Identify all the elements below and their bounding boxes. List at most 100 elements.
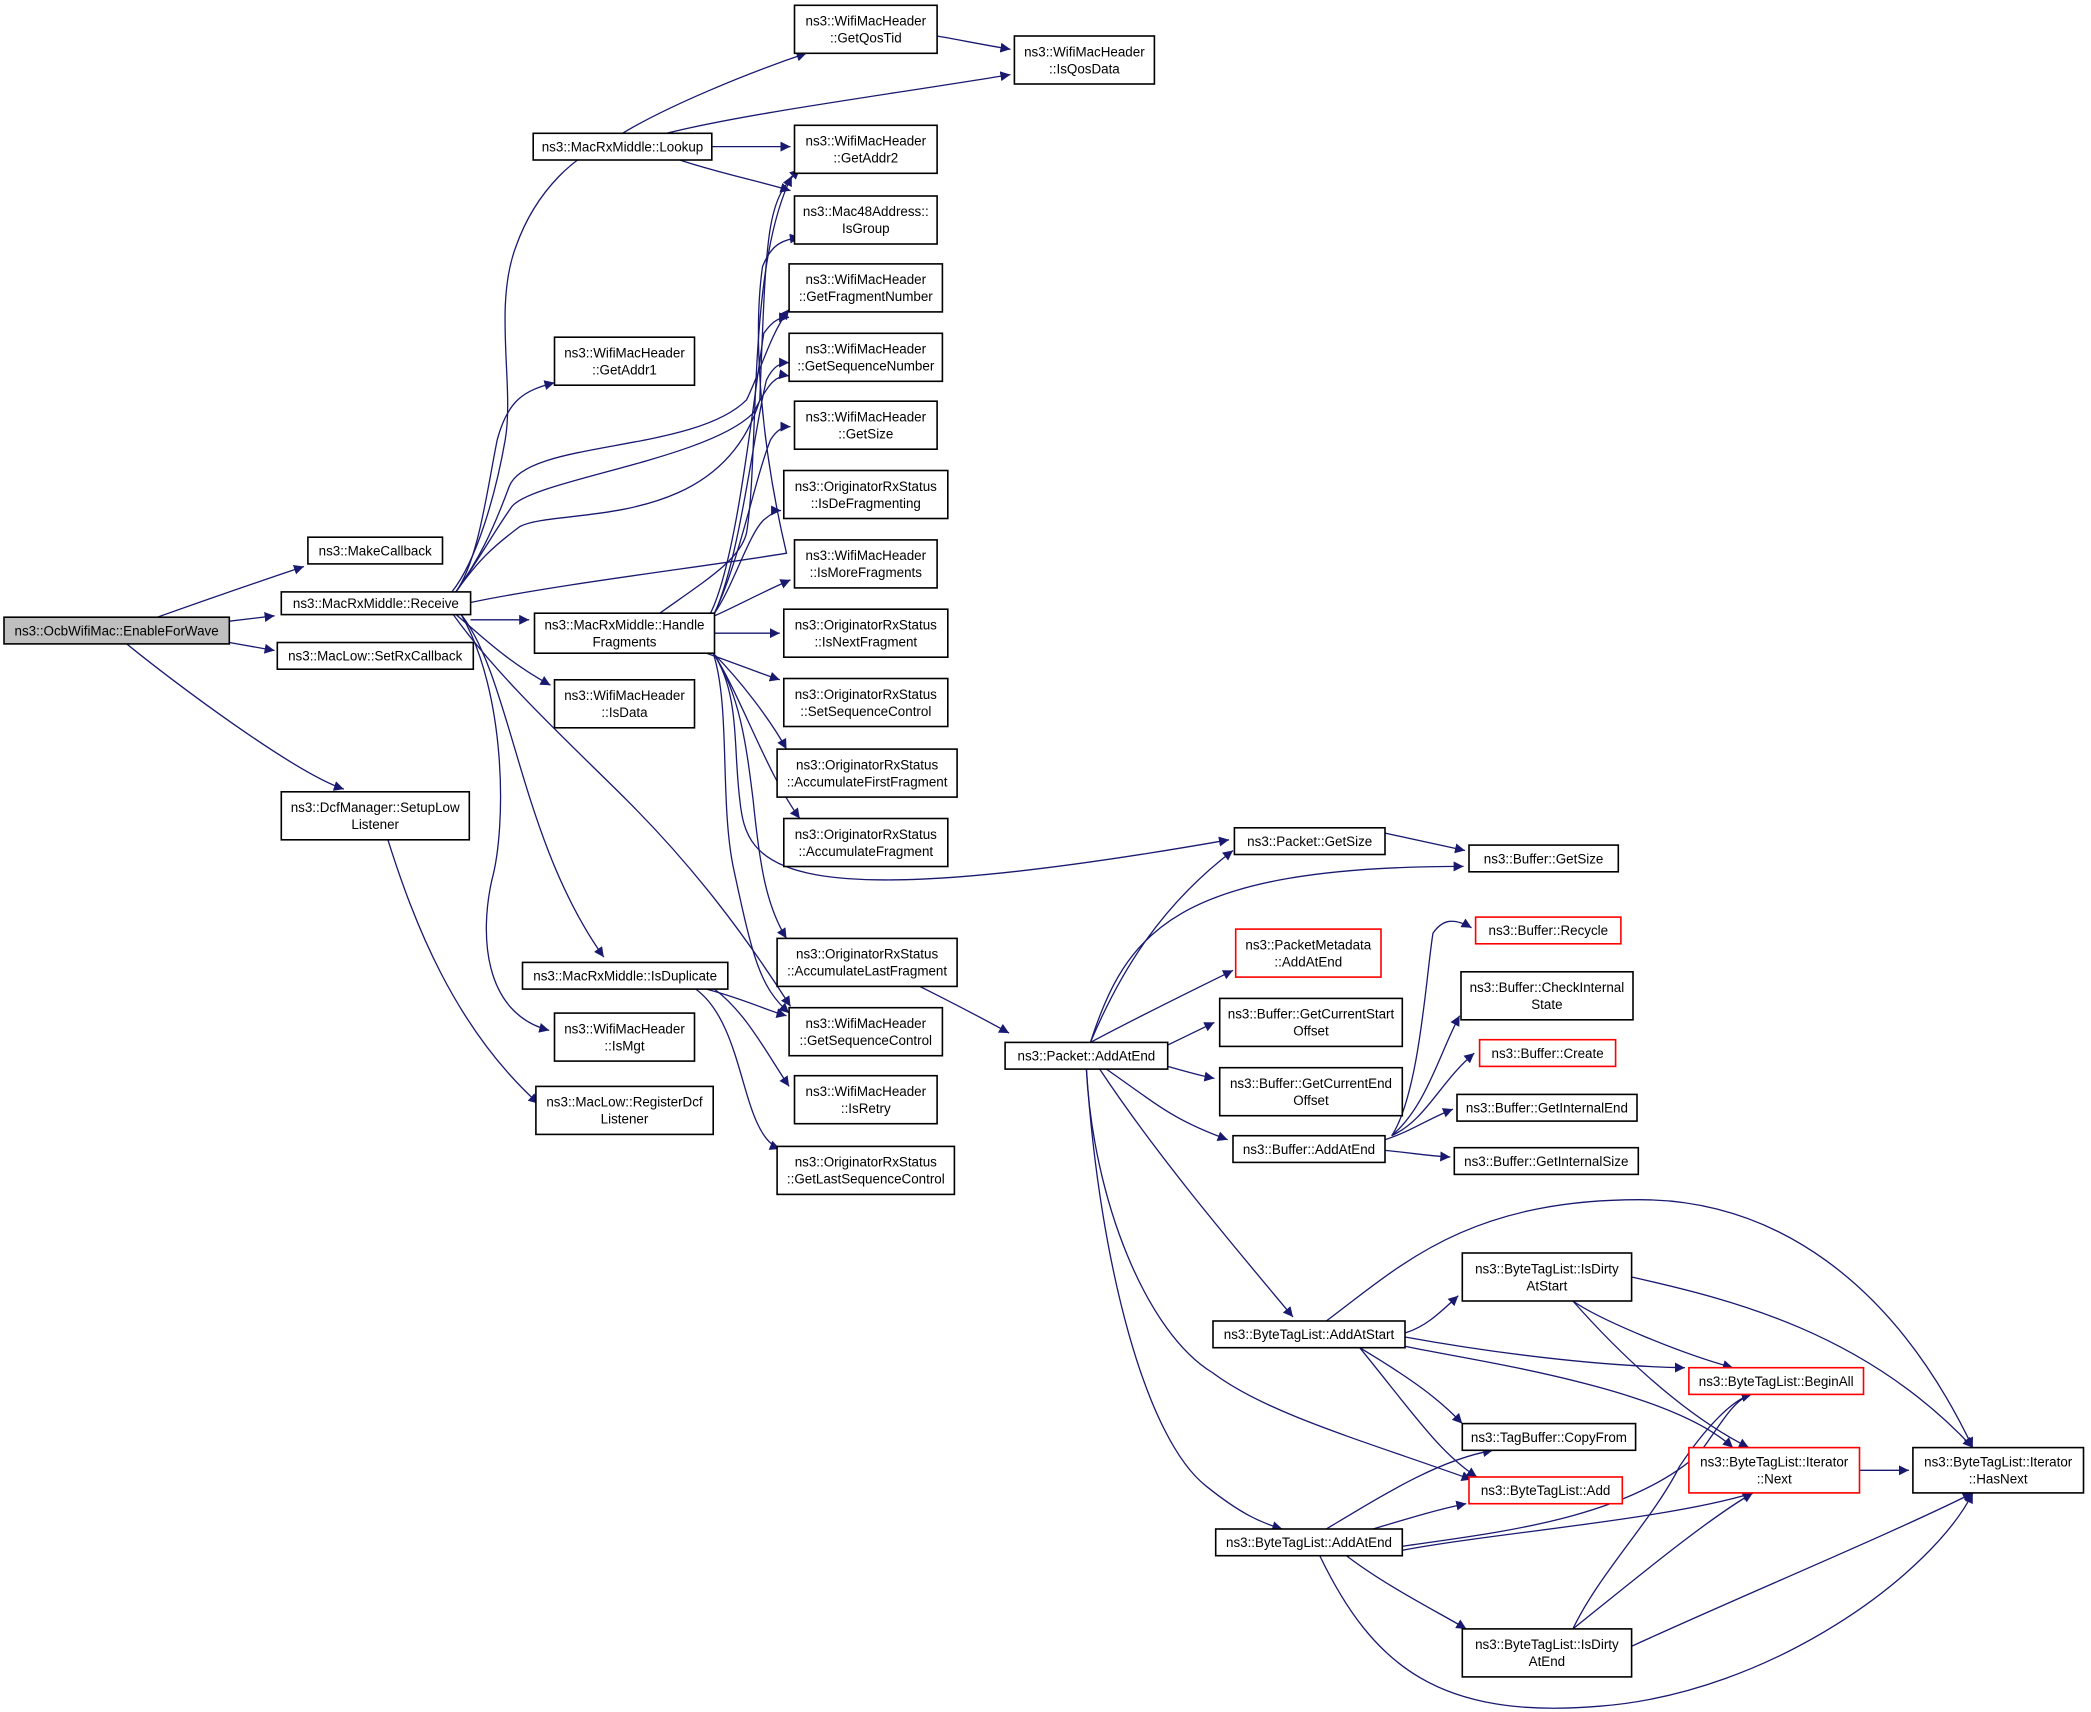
function-node-isdup[interactable]: ns3::MacRxMiddle::IsDuplicate <box>521 961 729 990</box>
function-node-getintend[interactable]: ns3::Buffer::GetInternalEnd <box>1456 1093 1638 1122</box>
node-label: ns3::Buffer::GetSize <box>1484 851 1604 866</box>
function-node-isretry[interactable]: ns3::WifiMacHeader::IsRetry <box>793 1074 938 1125</box>
function-node-addatstart[interactable]: ns3::ByteTagList::AddAtStart <box>1212 1320 1406 1349</box>
function-node-getintsize[interactable]: ns3::Buffer::GetInternalSize <box>1453 1146 1640 1176</box>
node-box <box>788 1006 944 1057</box>
function-node-hasnext[interactable]: ns3::ByteTagList::Iterator::HasNext <box>1912 1446 2085 1494</box>
node-label: ::GetSequenceControl <box>800 1033 933 1048</box>
function-node-getfragnum[interactable]: ns3::WifiMacHeader::GetFragmentNumber <box>788 263 944 313</box>
node-box <box>553 336 696 387</box>
call-edge-addatend-to-pktmeta <box>1090 969 1234 1043</box>
node-label: ns3::OriginatorRxStatus <box>795 479 937 494</box>
function-node-hdrgetsize[interactable]: ns3::WifiMacHeader::GetSize <box>793 400 938 451</box>
node-label: ns3::ByteTagList::AddAtStart <box>1224 1327 1395 1342</box>
function-node-setrxcb[interactable]: ns3::MacLow::SetRxCallback <box>276 641 475 671</box>
node-label: ns3::Buffer::GetInternalEnd <box>1466 1101 1628 1116</box>
function-node-receive[interactable]: ns3::MacRxMiddle::Receive <box>280 591 472 616</box>
call-edge-handlefrag-to-ismorefrag <box>714 579 791 617</box>
function-node-getaddr2[interactable]: ns3::WifiMacHeader::GetAddr2 <box>793 124 938 175</box>
node-box <box>1232 1134 1386 1164</box>
function-node-btladd[interactable]: ns3::ByteTagList::Add <box>1468 1476 1624 1505</box>
function-node-pktgetsize[interactable]: ns3::Packet::GetSize <box>1233 826 1386 856</box>
call-edge-receive-to-getseqnum <box>455 369 790 593</box>
function-node-lookup[interactable]: ns3::MacRxMiddle::Lookup <box>532 132 713 161</box>
node-box <box>1912 1446 2085 1494</box>
node-box <box>793 400 938 451</box>
call-edge-handlefrag-to-getseqnum <box>713 357 790 614</box>
function-node-ismorefrag[interactable]: ns3::WifiMacHeader::IsMoreFragments <box>793 539 938 589</box>
function-node-getlastseq[interactable]: ns3::OriginatorRxStatus::GetLastSequence… <box>776 1145 956 1196</box>
function-node-btladdatend[interactable]: ns3::ByteTagList::AddAtEnd <box>1214 1528 1404 1557</box>
node-box <box>1474 916 1622 945</box>
call-edge-dirtyend-to-hasnext <box>1631 1492 1974 1647</box>
function-node-isnextfrag[interactable]: ns3::OriginatorRxStatus::IsNextFragment <box>782 608 949 659</box>
node-label: IsGroup <box>842 221 890 236</box>
function-node-recycle[interactable]: ns3::Buffer::Recycle <box>1474 916 1622 945</box>
node-label: ns3::WifiMacHeader <box>564 346 685 361</box>
node-label: ::AccumulateLastFragment <box>787 964 947 979</box>
function-node-isdata[interactable]: ns3::WifiMacHeader::IsData <box>553 678 696 729</box>
call-edge-addatend-to-bufaddatend <box>1106 1068 1228 1141</box>
call-edge-root-to-setuplow <box>126 643 345 791</box>
function-node-root[interactable]: ns3::OcbWifiMac::EnableForWave <box>3 616 231 645</box>
node-label: ns3::ByteTagList::Add <box>1481 1483 1611 1498</box>
node-label: ns3::Mac48Address:: <box>803 204 929 219</box>
node-label: ns3::Buffer::GetCurrentEnd <box>1230 1076 1392 1091</box>
node-box <box>793 1074 938 1125</box>
node-box <box>1461 1252 1633 1302</box>
function-node-bufgetsize[interactable]: ns3::Buffer::GetSize <box>1468 844 1620 873</box>
node-box <box>1688 1446 1861 1494</box>
function-node-getseqctl[interactable]: ns3::WifiMacHeader::GetSequenceControl <box>788 1006 944 1057</box>
node-box <box>533 612 716 655</box>
function-node-itnext[interactable]: ns3::ByteTagList::Iterator::Next <box>1688 1446 1861 1494</box>
node-box <box>1218 997 1404 1048</box>
node-label: ::IsData <box>601 705 648 720</box>
node-label: ns3::MacRxMiddle::IsDuplicate <box>533 969 717 984</box>
function-node-pktmeta[interactable]: ns3::PacketMetadata::AddAtEnd <box>1234 928 1382 978</box>
function-node-getaddr1[interactable]: ns3::WifiMacHeader::GetAddr1 <box>553 336 696 387</box>
node-label: ns3::WifiMacHeader <box>806 1084 927 1099</box>
node-box <box>776 1145 956 1196</box>
function-node-beginall[interactable]: ns3::ByteTagList::BeginAll <box>1688 1366 1865 1396</box>
function-node-accfrag[interactable]: ns3::OriginatorRxStatus::AccumulateFragm… <box>782 817 949 868</box>
node-box <box>280 591 472 616</box>
function-node-getseqnum[interactable]: ns3::WifiMacHeader::GetSequenceNumber <box>788 332 944 383</box>
call-edge-dirtystart-to-itnext <box>1572 1300 1750 1449</box>
call-edge-addatend-to-curend <box>1167 1065 1215 1082</box>
node-label: ::IsNextFragment <box>814 635 917 650</box>
function-node-isgroup[interactable]: ns3::Mac48Address::IsGroup <box>793 195 938 245</box>
node-box <box>1468 1476 1624 1505</box>
function-node-create[interactable]: ns3::Buffer::Create <box>1478 1038 1617 1068</box>
call-edge-addatstart-to-itnext <box>1404 1345 1734 1449</box>
function-node-isqosdata[interactable]: ns3::WifiMacHeader::IsQosData <box>1013 35 1156 85</box>
node-box <box>1461 1422 1637 1452</box>
function-node-copyfrom[interactable]: ns3::TagBuffer::CopyFrom <box>1461 1422 1637 1452</box>
function-node-makecb[interactable]: ns3::MakeCallback <box>307 536 444 565</box>
function-node-ismgt[interactable]: ns3::WifiMacHeader::IsMgt <box>553 1012 696 1062</box>
function-node-getqostid[interactable]: ns3::WifiMacHeader::GetQosTid <box>793 4 938 55</box>
function-node-addatend[interactable]: ns3::Packet::AddAtEnd <box>1004 1041 1169 1070</box>
node-label: ns3::Buffer::CheckInternal <box>1470 980 1625 995</box>
node-label: ns3::WifiMacHeader <box>564 1021 685 1036</box>
node-box <box>1013 35 1156 85</box>
node-label: ns3::WifiMacHeader <box>806 548 927 563</box>
call-edge-receive-to-ismgt <box>460 614 550 1033</box>
node-box <box>793 195 938 245</box>
function-node-isdefrag[interactable]: ns3::OriginatorRxStatus::IsDeFragmenting <box>782 469 949 520</box>
call-edge-addatend-to-bufgetsize <box>1089 861 1464 1043</box>
node-box <box>1214 1528 1404 1557</box>
function-node-accfirst[interactable]: ns3::OriginatorRxStatus::AccumulateFirst… <box>776 748 958 798</box>
function-node-setseqctl[interactable]: ns3::OriginatorRxStatus::SetSequenceCont… <box>782 677 949 728</box>
node-label: ns3::MakeCallback <box>319 543 432 558</box>
function-node-acclast[interactable]: ns3::OriginatorRxStatus::AccumulateLastF… <box>776 937 958 988</box>
node-box <box>793 124 938 175</box>
function-node-bufaddatend[interactable]: ns3::Buffer::AddAtEnd <box>1232 1134 1386 1164</box>
